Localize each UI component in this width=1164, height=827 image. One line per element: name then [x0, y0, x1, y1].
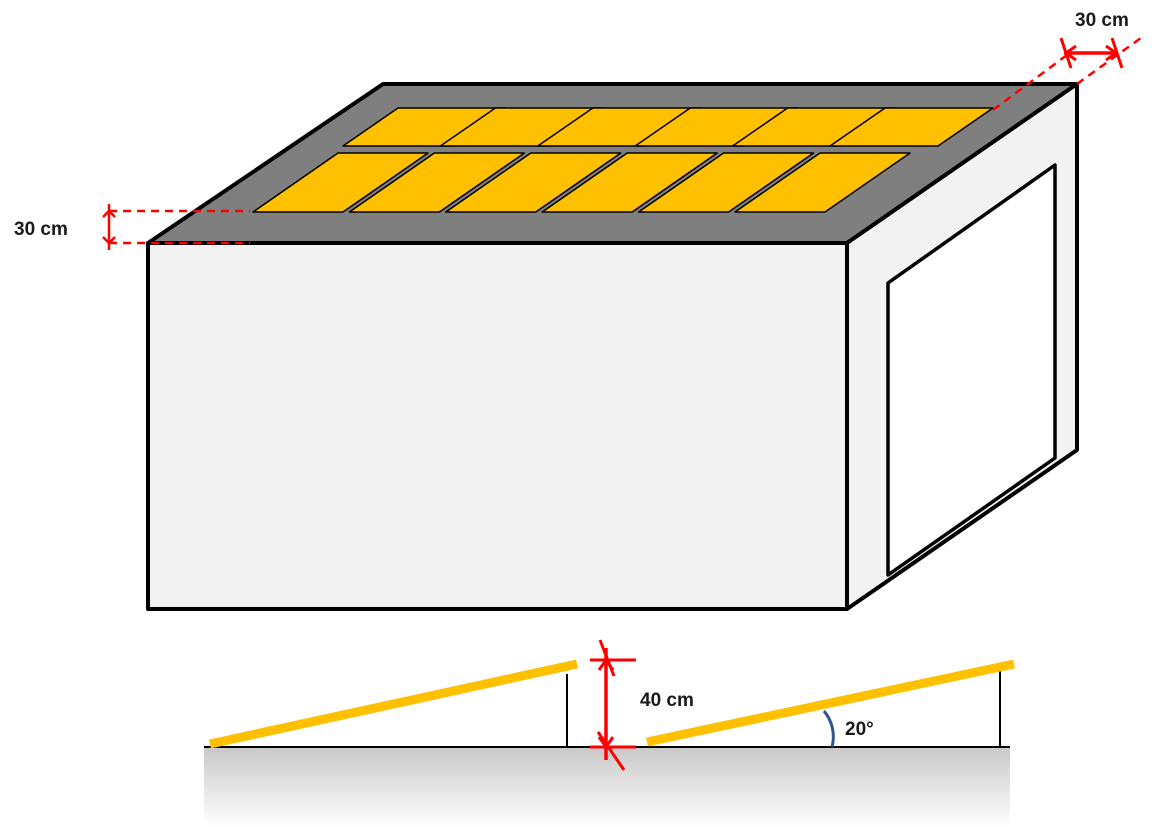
roof-offset-left-label: 30 cm — [14, 219, 68, 240]
solar-panel-array — [252, 107, 994, 213]
dimension-extension-line — [1076, 33, 1146, 86]
roof-solar-panel — [637, 152, 815, 213]
angle-arc — [822, 710, 835, 748]
dimension-left-30cm: 30 cm — [14, 204, 250, 250]
ground-fill — [204, 747, 1010, 827]
dimension-tick — [596, 731, 626, 771]
tilted-panel-left — [209, 659, 578, 749]
dimension-panel-height: 40 cm — [590, 639, 694, 771]
tilted-solar-panel — [209, 659, 578, 749]
door — [886, 163, 1057, 577]
roof-solar-panel — [252, 152, 429, 213]
arrow-head-icon — [102, 209, 116, 218]
roof-solar-panel — [445, 152, 622, 213]
arrow-head-icon — [597, 657, 615, 671]
arrow-head-icon — [1105, 44, 1119, 62]
roof-solar-panel — [541, 152, 718, 213]
tilted-panel-right: 20° — [646, 659, 1015, 748]
arrow-head-icon — [1063, 44, 1077, 62]
roof-solar-panel — [734, 152, 911, 213]
dimension-extension-line — [992, 53, 1068, 112]
arrow-head-icon — [102, 236, 116, 245]
roof-solar-panel — [829, 107, 994, 147]
roof-solar-panel — [348, 152, 526, 213]
dimension-right-30cm: 30 cm — [992, 10, 1146, 112]
panel-height-label: 40 cm — [640, 690, 694, 711]
arrow-head-icon — [597, 736, 615, 750]
tilted-solar-panel — [646, 659, 1015, 747]
building-front-wall — [146, 241, 849, 611]
tilt-angle-label: 20° — [845, 719, 874, 740]
ground — [204, 746, 1010, 827]
roof-offset-right-label: 30 cm — [1075, 10, 1129, 31]
